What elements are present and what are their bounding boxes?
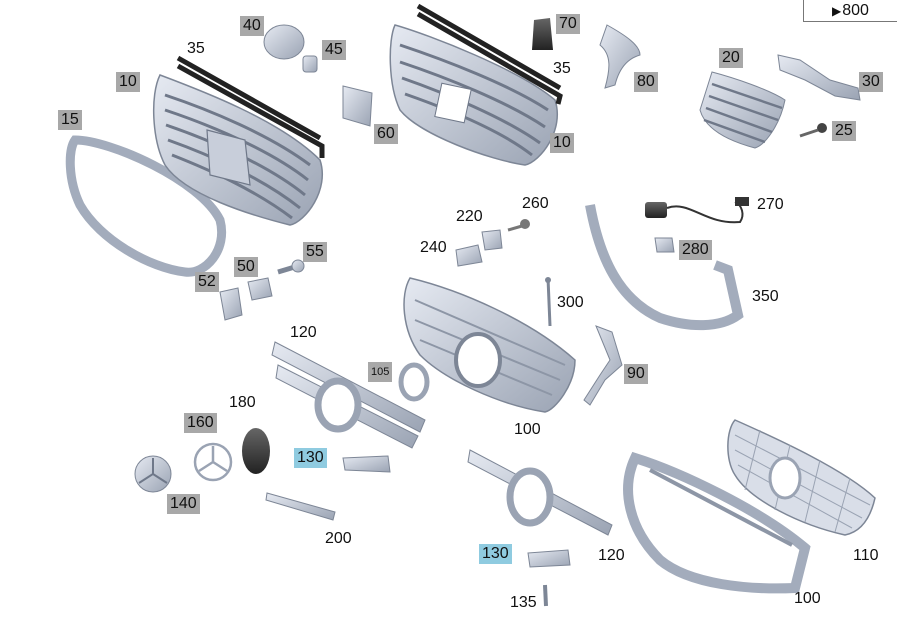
part-350-lower-frame: [585, 204, 744, 331]
part-10-grille-left: [152, 74, 323, 226]
part-20-grille-insert: [699, 71, 786, 149]
label-60: 60: [374, 124, 398, 144]
part-35-trim-left: [176, 55, 325, 158]
part-130-bracket-lower: [527, 549, 571, 568]
part-260-screw: [507, 219, 530, 232]
label-130-lower: 130: [479, 544, 512, 564]
label-130-upper: 130: [294, 448, 327, 468]
label-105: 105: [368, 362, 393, 382]
part-40-emblem: [263, 24, 305, 60]
label-10-left: 10: [116, 72, 140, 92]
label-35-right: 35: [553, 60, 571, 77]
part-55-bolt: [277, 259, 305, 275]
label-25: 25: [832, 121, 856, 141]
label-350: 350: [752, 288, 779, 305]
part-25-screw: [799, 123, 827, 138]
part-52-clip: [219, 287, 243, 321]
label-52: 52: [195, 272, 219, 292]
label-100-upper: 100: [514, 421, 541, 438]
label-40: 40: [240, 16, 264, 36]
part-100-carrier-frame-upper: [403, 277, 576, 413]
part-10-grille-right: [389, 24, 558, 166]
label-35-left: 35: [187, 40, 205, 57]
part-270-sensor-cable: [645, 197, 749, 224]
label-55: 55: [303, 242, 327, 262]
label-300: 300: [557, 294, 584, 311]
label-70: 70: [556, 14, 580, 34]
part-100-carrier-frame-lower: [623, 451, 811, 594]
label-135: 135: [510, 594, 537, 611]
label-10-right: 10: [550, 133, 574, 153]
part-15-grille-frame: [65, 135, 227, 277]
label-120-upper: 120: [290, 324, 317, 341]
reference-box-800: ▶ 800: [803, 0, 897, 22]
label-260: 260: [522, 195, 549, 212]
part-90-bracket: [583, 325, 623, 406]
label-90: 90: [624, 364, 648, 384]
part-110-diamond-grille: [727, 419, 876, 536]
part-70-bracket: [532, 18, 553, 50]
part-80-bracket: [599, 24, 641, 89]
part-160-star: [193, 442, 233, 482]
part-120-grille-bars-upper: [271, 341, 426, 449]
part-130-bracket-upper: [342, 455, 391, 473]
part-180-emblem-dark: [242, 428, 270, 474]
label-100-lower: 100: [794, 590, 821, 607]
part-60-cover: [342, 85, 373, 127]
label-270: 270: [757, 196, 784, 213]
label-200: 200: [325, 530, 352, 547]
label-280: 280: [679, 240, 712, 260]
label-15: 15: [58, 110, 82, 130]
label-180: 180: [229, 394, 256, 411]
label-160: 160: [184, 413, 217, 433]
part-200-strip: [265, 492, 336, 521]
arrow-right-icon: ▶: [832, 3, 842, 18]
part-220-clip: [481, 229, 503, 251]
part-35-trim-right: [416, 3, 563, 105]
label-120-lower: 120: [598, 547, 625, 564]
part-120-grille-bars-lower: [467, 449, 613, 536]
label-50: 50: [234, 257, 258, 277]
label-80: 80: [634, 72, 658, 92]
label-45: 45: [322, 40, 346, 60]
label-220: 220: [456, 208, 483, 225]
part-50-holder: [247, 277, 273, 301]
reference-number: 800: [842, 1, 869, 19]
part-280-connector: [654, 237, 675, 253]
label-30: 30: [859, 72, 883, 92]
label-110: 110: [853, 547, 879, 564]
label-240: 240: [420, 239, 447, 256]
part-240-clip: [455, 244, 483, 267]
part-45-clip: [302, 55, 318, 73]
part-300-pin: [545, 277, 552, 327]
label-20: 20: [719, 48, 743, 68]
label-140: 140: [167, 494, 200, 514]
part-30-bracket: [777, 54, 861, 101]
part-140-star-badge: [134, 455, 172, 493]
part-105-ring: [398, 362, 430, 402]
part-135-pin: [543, 584, 548, 607]
